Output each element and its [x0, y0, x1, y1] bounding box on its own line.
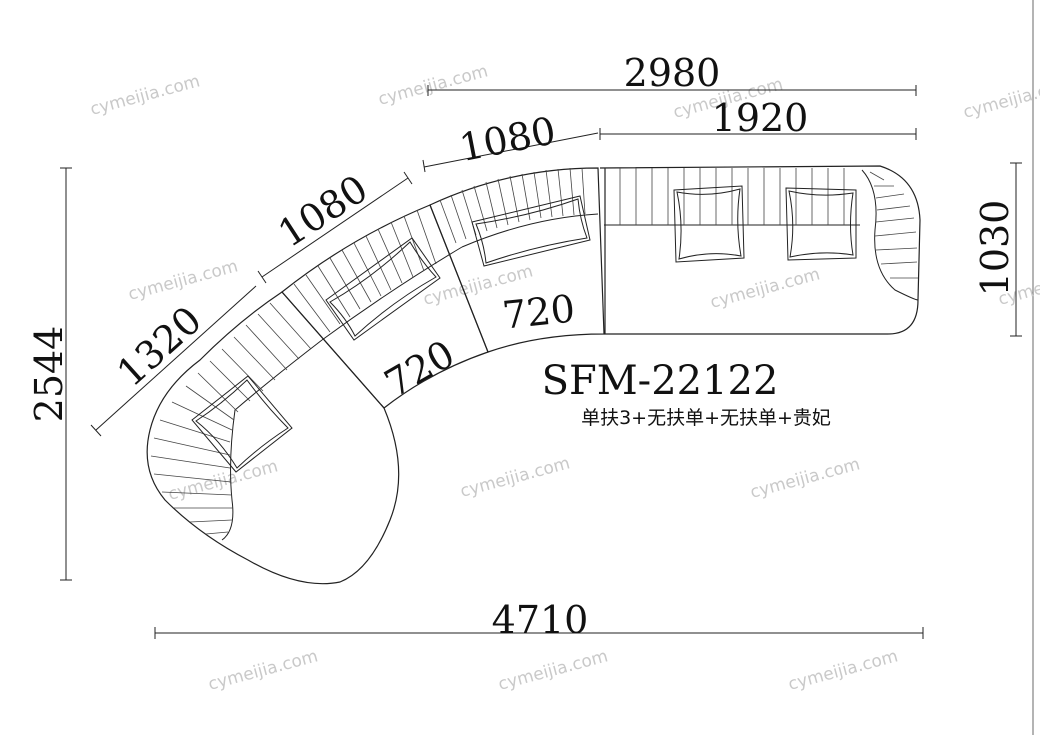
watermark: cymeijia.com	[126, 256, 240, 304]
model-description: 单扶3+无扶单+无扶单+贵妃	[581, 407, 831, 429]
watermark: cymeijia.com	[708, 264, 822, 312]
watermark: cymeijia.com	[961, 74, 1040, 122]
dim-arc-seg-3: 1320	[109, 298, 210, 395]
dim-total-width: 4710	[492, 598, 589, 642]
dim-arc-seg-1: 1080	[456, 108, 559, 170]
watermark: cymeijia.com	[786, 646, 900, 694]
model-number: SFM-22122	[542, 358, 779, 404]
dim-depth-right: 1030	[973, 200, 1017, 297]
sofa-outline	[146, 165, 921, 585]
dim-inner-seg-1: 720	[500, 286, 577, 337]
watermark: cymeijia.com	[166, 456, 280, 504]
dim-top-width: 2980	[624, 51, 721, 95]
dim-arc-seg-2: 1080	[270, 166, 375, 256]
watermark: cymeijia.com	[88, 71, 202, 119]
dim-inner-seg-2: 720	[377, 332, 462, 406]
watermark: cymeijia.com	[748, 454, 862, 502]
watermark: cymeijia.com	[206, 646, 320, 694]
watermark: cymeijia.com	[376, 61, 490, 109]
dimension-lines	[60, 85, 1022, 639]
dim-straight-width: 1920	[712, 96, 809, 140]
dimension-labels: 2980 1920 1080 1080 1320 2544 1030 4710 …	[27, 51, 1017, 642]
watermark: cymeijia.com	[458, 453, 572, 501]
watermark: cymeijia.com	[496, 646, 610, 694]
dim-height-left: 2544	[27, 326, 71, 423]
